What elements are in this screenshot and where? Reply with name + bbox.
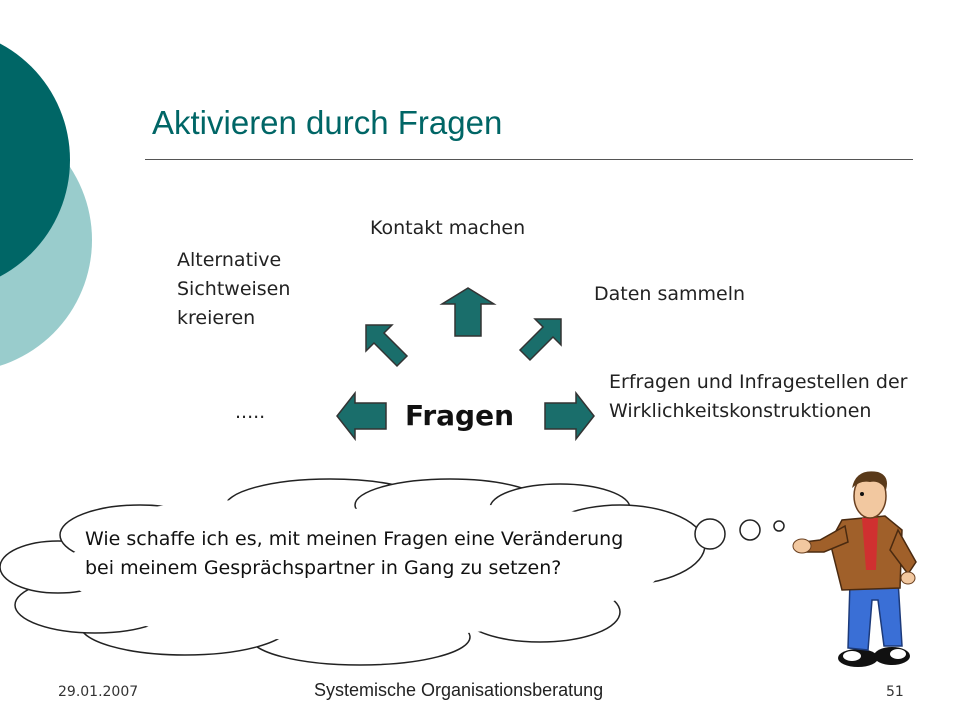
arrow-left <box>336 390 387 442</box>
label-ellipsis: ..... <box>235 401 266 423</box>
label-alternative-sichtweisen: Alternative Sichtweisen kreieren <box>177 249 291 329</box>
center-word-fragen: Fragen <box>405 399 515 432</box>
arrow-up <box>439 287 497 337</box>
thought-bubble-text: Wie schaffe ich es, mit meinen Fragen ei… <box>85 528 624 579</box>
dark-circle <box>0 43 70 277</box>
arrow-up-left <box>365 324 409 368</box>
thought-cloud <box>0 478 785 666</box>
label-erfragen: Erfragen und Infragestellen der Wirklich… <box>609 371 908 422</box>
label-kontakt-machen: Kontakt machen <box>370 217 526 239</box>
label-daten-sammeln: Daten sammeln <box>594 283 746 305</box>
title-divider <box>145 159 913 160</box>
person-illustration <box>792 471 917 667</box>
footer-page-number: 51 <box>886 684 904 700</box>
slide-title: Aktivieren durch Fragen <box>152 104 503 141</box>
arrow-up-right <box>518 318 562 362</box>
footer-title: Systemische Organisationsberatung <box>314 680 604 700</box>
footer-date: 29.01.2007 <box>58 684 139 700</box>
arrow-right <box>544 390 595 442</box>
decorative-circles <box>0 43 92 366</box>
